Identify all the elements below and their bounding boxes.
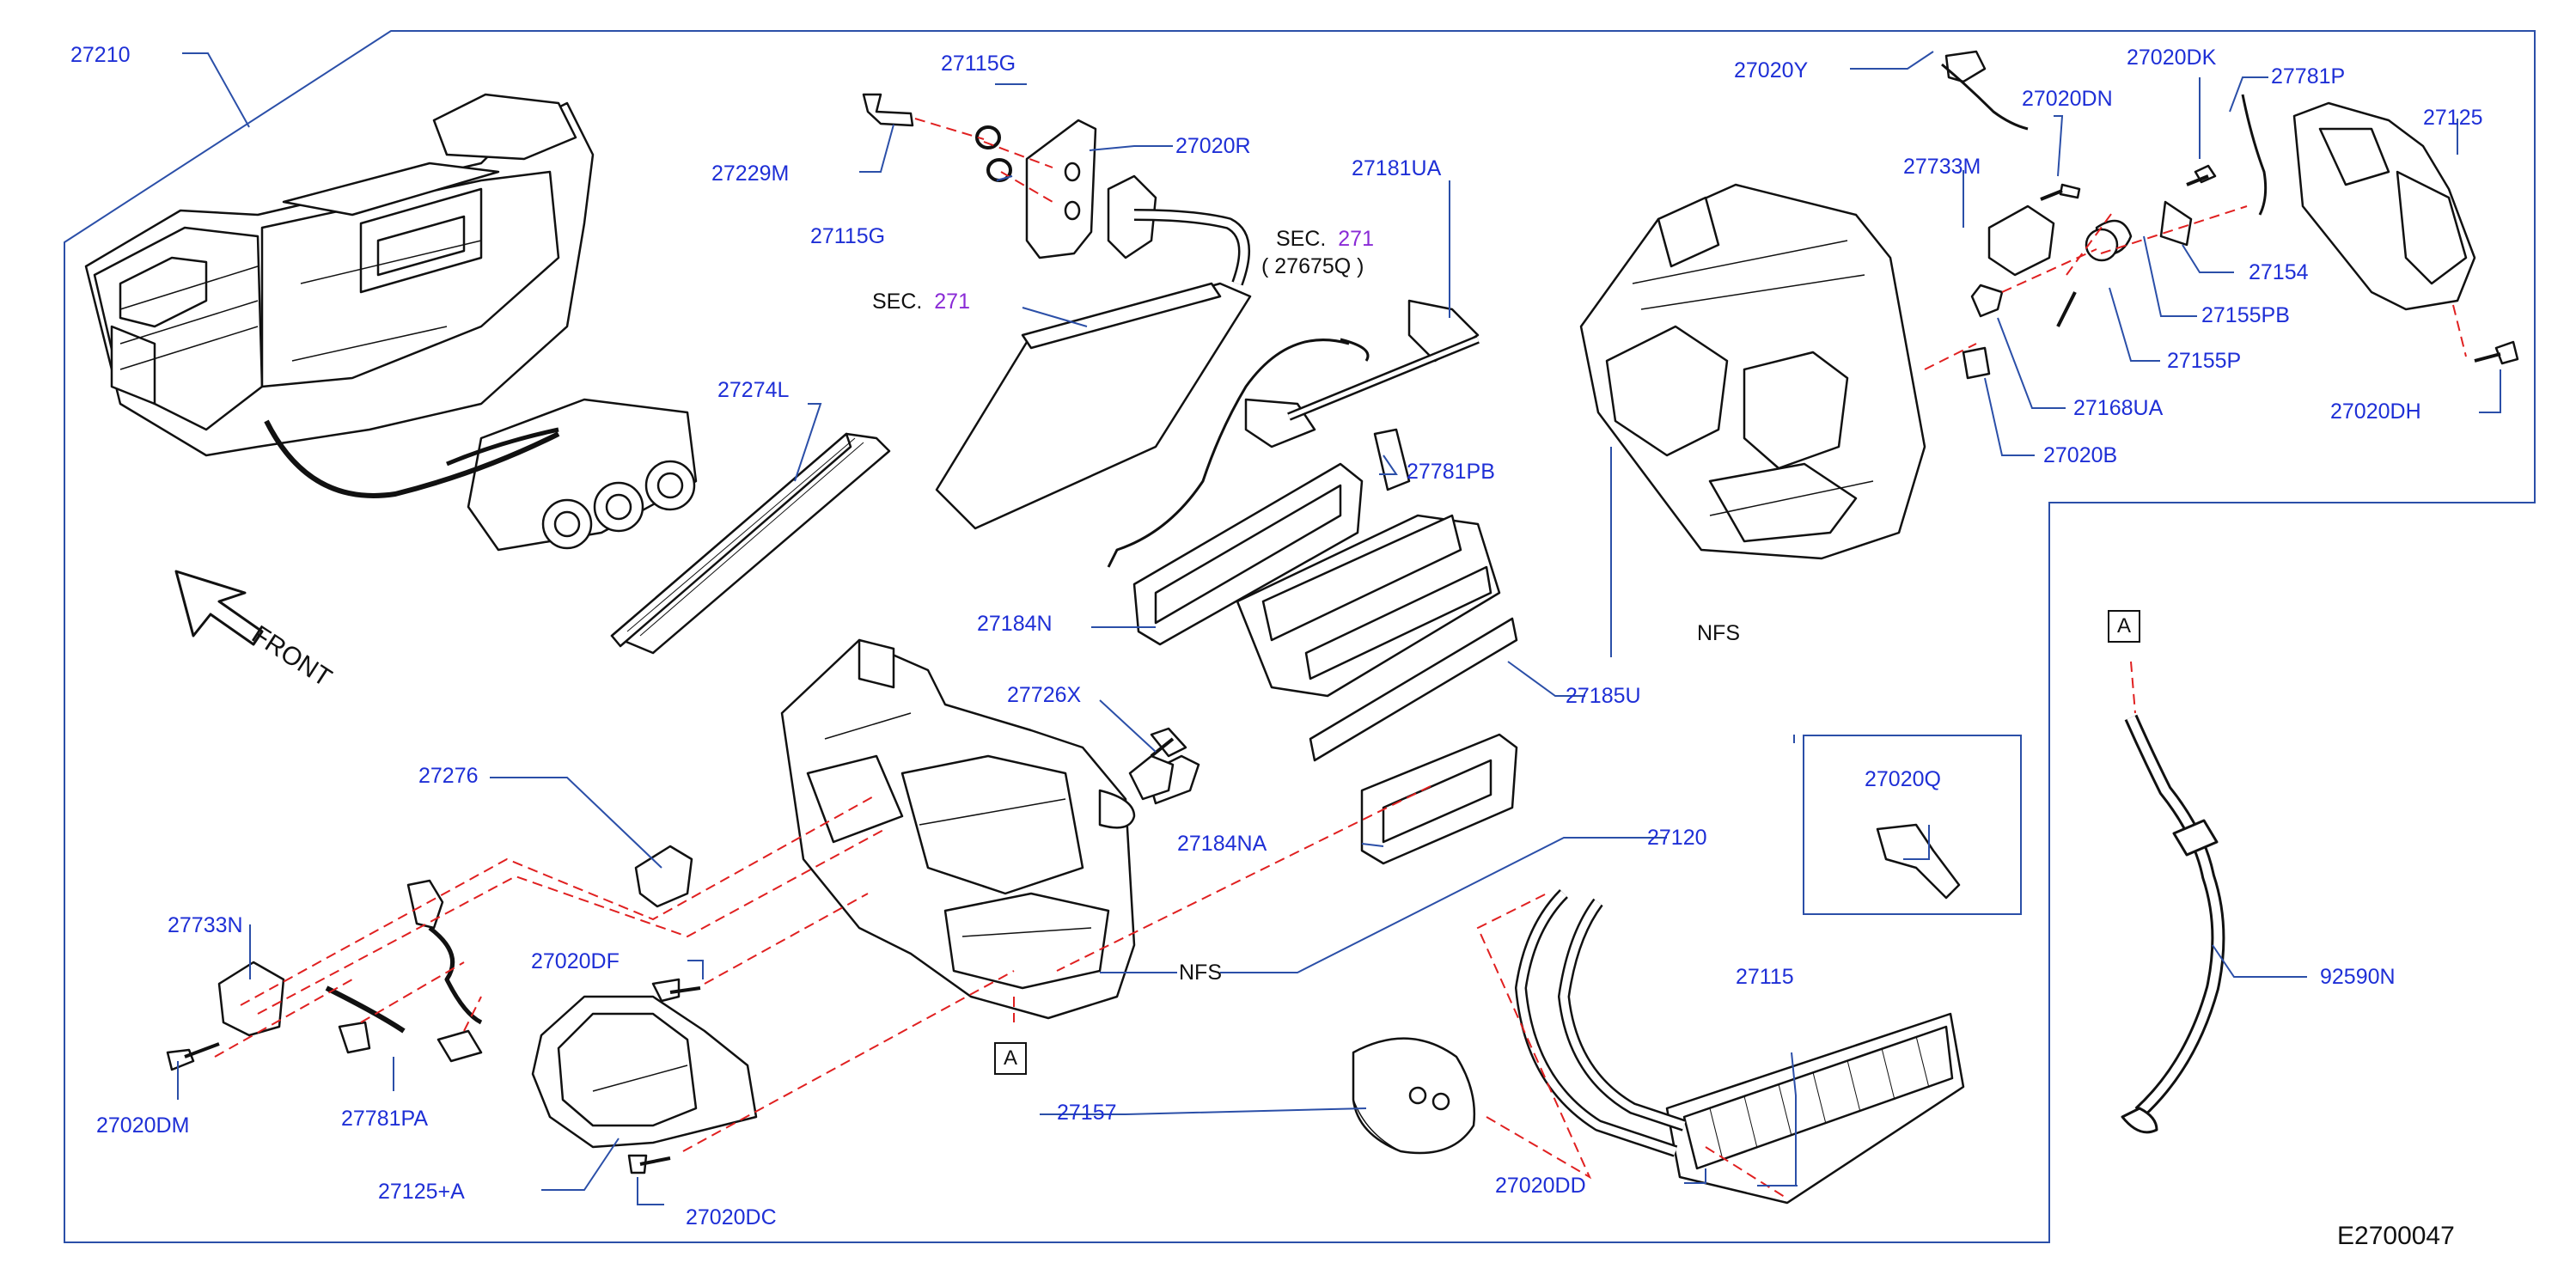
drawing-code: E2700047 [2337,1222,2455,1250]
section-reference-evaporator: SEC. 271 [872,291,970,313]
callout-27210[interactable]: 27210 [70,43,131,67]
callout-27020R[interactable]: 27020R [1175,134,1251,158]
drain-hose-drawing [2121,714,2225,1134]
callout-27276[interactable]: 27276 [418,764,479,788]
section-word: SEC. [1276,227,1327,251]
nfs-label-lower: NFS [1179,961,1222,985]
heater-core-drawing [1515,889,1965,1205]
callout-27726X[interactable]: 27726X [1007,683,1082,707]
leader-lines [177,51,2501,1205]
callout-27155P[interactable]: 27155P [2167,349,2242,373]
section-number[interactable]: 271 [934,290,970,314]
callout-27185U[interactable]: 27185U [1566,684,1641,708]
upper-heater-case-drawing [1579,183,1926,560]
callout-27020DM[interactable]: 27020DM [96,1113,190,1138]
callout-27020DD[interactable]: 27020DD [1495,1174,1586,1198]
callout-27781PB[interactable]: 27781PB [1407,460,1495,484]
sensor-and-harness-drawing [1107,299,1480,568]
inset-box-27020Q [1803,735,2022,915]
callout-27125A[interactable]: 27125+A [378,1180,465,1204]
dashed-assembly-lines [214,118,2467,1199]
callout-27125[interactable]: 27125 [2423,106,2483,130]
callout-27155PB[interactable]: 27155PB [2201,303,2290,327]
callout-27020DN[interactable]: 27020DN [2022,87,2113,111]
lower-heater-case-drawing [780,638,1200,1020]
reference-box-a-lower: A [994,1042,1027,1075]
cover-27125A-drawing [531,995,758,1149]
callout-92590N[interactable]: 92590N [2320,965,2396,989]
callout-27157[interactable]: 27157 [1057,1101,1117,1125]
callout-27020B[interactable]: 27020B [2043,443,2118,467]
callout-27781P[interactable]: 27781P [2271,64,2346,88]
callout-27020Y[interactable]: 27020Y [1734,58,1809,82]
section-number[interactable]: 271 [1338,227,1374,251]
front-arrow [174,570,264,646]
callout-27154[interactable]: 27154 [2249,260,2309,284]
callout-27181UA[interactable]: 27181UA [1352,156,1442,180]
mode-actuator-drawing [1941,50,2519,380]
small-parts-left-drawing [634,737,1476,1155]
callout-27115G-bottom[interactable]: 27115G [810,224,886,248]
callout-27020DK[interactable]: 27020DK [2127,46,2217,70]
callout-27020DH[interactable]: 27020DH [2330,400,2421,424]
door-shutters-drawing [1132,462,1518,865]
section-sub-reference: ( 27675Q ) [1261,254,1364,278]
air-filter-drawing [610,432,891,655]
callout-27115G-top[interactable]: 27115G [941,52,1016,76]
section-word: SEC. [872,290,923,314]
callout-27274L[interactable]: 27274L [717,378,790,402]
clip-27020Q-drawing [1876,823,1961,900]
callout-27020DF[interactable]: 27020DF [531,949,620,973]
actuator-links-drawing [166,879,701,1174]
reference-box-a-right: A [2108,610,2140,643]
callout-27020Q[interactable]: 27020Q [1865,767,1941,791]
callout-27781PA[interactable]: 27781PA [341,1107,429,1131]
callout-27184N[interactable]: 27184N [977,612,1053,636]
callout-27733M[interactable]: 27733M [1903,155,1981,179]
heater-unit-assembly-drawing [84,93,698,552]
nfs-label-upper: NFS [1697,621,1740,645]
main-frame [64,30,2536,1243]
section-reference-sensor: SEC. 271 [1276,229,1374,250]
evaporator-drawing [935,174,1252,530]
callout-27733N[interactable]: 27733N [168,913,243,937]
callout-27184NA[interactable]: 27184NA [1177,832,1267,856]
callout-27229M[interactable]: 27229M [711,162,790,186]
callout-27120[interactable]: 27120 [1647,826,1707,850]
callout-27168UA[interactable]: 27168UA [2073,396,2164,420]
callout-27020DC[interactable]: 27020DC [686,1205,777,1229]
callout-27115[interactable]: 27115 [1736,965,1794,989]
expansion-valve-block-drawing [862,93,1097,259]
